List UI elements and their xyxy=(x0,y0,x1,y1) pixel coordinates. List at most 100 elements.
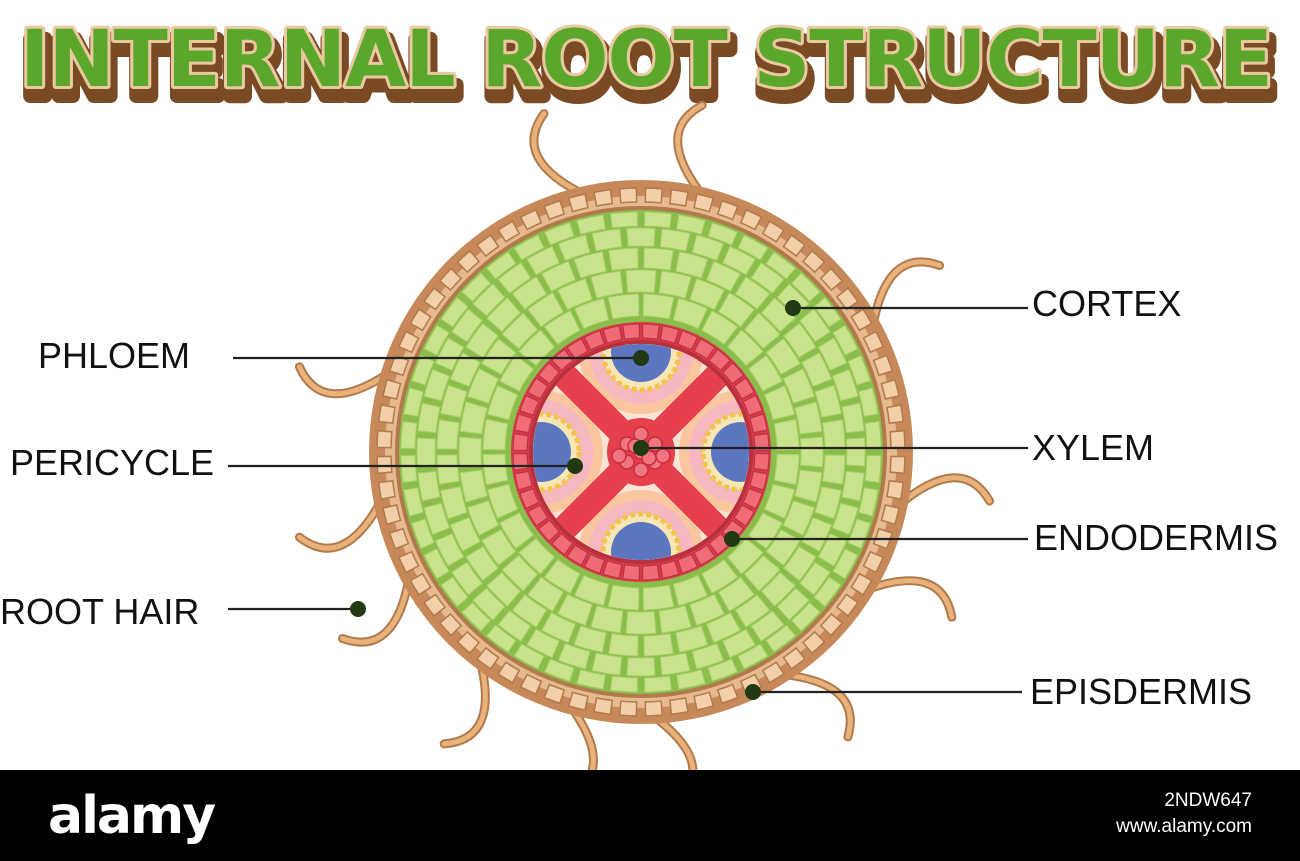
cortex-cell xyxy=(765,624,797,653)
epidermis-cell xyxy=(819,267,844,292)
root-hair-fill xyxy=(339,572,413,645)
cortex-cell xyxy=(743,554,781,592)
cortex-cell xyxy=(847,518,871,549)
epidermis-cell xyxy=(782,234,806,258)
cortex-cell xyxy=(832,324,859,356)
cortex-cell xyxy=(486,385,519,421)
endodermis-cell xyxy=(519,488,540,510)
endodermis-cell xyxy=(677,330,699,351)
epidermis-cell xyxy=(669,697,689,716)
cortex-cell xyxy=(737,643,769,670)
epidermis-cell xyxy=(716,683,739,705)
cortex-cell xyxy=(411,518,435,549)
cortex-cell xyxy=(458,436,483,468)
cortex-cell xyxy=(576,669,606,690)
endodermis-cell xyxy=(512,453,529,471)
cortex-cell xyxy=(543,310,581,346)
cortex-cell xyxy=(689,593,725,626)
cortex-cell xyxy=(440,384,468,418)
cortex-cell xyxy=(400,421,418,449)
endodermis-cell xyxy=(749,413,768,434)
cortex-cell xyxy=(403,387,424,417)
endodermis-cell xyxy=(537,519,560,542)
epidermis-cell xyxy=(382,378,402,400)
cortex-cell xyxy=(765,251,797,280)
endodermis-cell xyxy=(519,394,540,416)
endodermis-cell xyxy=(566,544,589,566)
epidermis-cell xyxy=(397,550,420,574)
epidermis-cell xyxy=(519,673,543,696)
endodermis-cell xyxy=(514,470,533,491)
cortex-cell xyxy=(707,658,738,682)
endodermis-cell xyxy=(677,553,699,574)
cortex-cell xyxy=(557,593,593,626)
cortex-cell xyxy=(472,587,506,621)
epidermis-cell xyxy=(423,287,447,311)
cortex-cell xyxy=(451,561,483,596)
cortex-cell xyxy=(607,584,640,611)
root-hair-fill xyxy=(441,655,488,747)
cortex-cell xyxy=(773,418,800,451)
root-hair-fill xyxy=(894,475,993,509)
label-phloem: PHLOEM xyxy=(38,335,191,376)
cortex-cell xyxy=(717,576,755,612)
endodermis-cell xyxy=(742,394,763,416)
cortex-cell xyxy=(486,483,519,519)
cortex-cell xyxy=(737,234,769,261)
cortex-cell xyxy=(440,296,469,328)
cortex-cell xyxy=(864,455,882,483)
label-root-hair: ROOT HAIR xyxy=(0,591,200,632)
cortex-cell xyxy=(590,270,624,299)
epidermis-cell xyxy=(801,630,826,655)
cortex-cell xyxy=(499,512,535,550)
cortex-cell xyxy=(801,352,833,388)
cortex-cell xyxy=(847,355,871,386)
cortex-cell xyxy=(672,574,708,607)
cortex-cell xyxy=(799,561,831,596)
epidermis-cell xyxy=(693,691,715,711)
cortex-cell xyxy=(644,675,672,693)
cortex-cell xyxy=(814,486,842,520)
cortex-cell xyxy=(642,584,675,611)
epidermis-cell xyxy=(567,193,589,213)
epidermis-cell xyxy=(618,187,638,204)
cortex-cell xyxy=(403,487,424,517)
label-endodermis: ENDODERMIS xyxy=(1034,517,1279,558)
cortex-cell xyxy=(434,337,465,371)
cortex-cell xyxy=(831,368,859,402)
endodermis-cell xyxy=(722,362,745,385)
root-cross-section-diagram: INTERNAL ROOT STRUCTURE INTERNAL ROOT ST… xyxy=(16,12,1283,770)
cortex-cell xyxy=(717,292,755,328)
phloem-bundle xyxy=(611,522,671,560)
endodermis-cell xyxy=(733,504,755,527)
epidermis-cell xyxy=(761,220,785,243)
cortex-cell xyxy=(691,642,725,670)
cortex-cell xyxy=(451,308,483,343)
epidermis-cell xyxy=(644,700,664,717)
cortex-cell xyxy=(436,419,460,450)
alamy-logo: alamy xyxy=(48,786,216,846)
endodermis-cell xyxy=(551,533,574,556)
cortex-cell xyxy=(465,322,499,359)
cortex-cell xyxy=(701,310,739,346)
endodermis-cell xyxy=(514,413,533,434)
cortex-cell xyxy=(659,228,691,252)
watermark-bar: alamy 2NDW647 www.alamy.com xyxy=(0,770,1300,861)
endodermis-cell xyxy=(642,564,660,581)
cortex-cell xyxy=(423,368,451,402)
cortex-cell xyxy=(707,222,738,246)
cortex-cell xyxy=(557,234,591,262)
cortex-cell xyxy=(691,234,725,262)
cortex-cell xyxy=(590,605,624,634)
epidermis-cell xyxy=(376,455,393,475)
cortex-cell xyxy=(750,262,785,294)
cortex-cell xyxy=(608,633,639,657)
site-url: www.alamy.com xyxy=(1116,816,1252,837)
cortex-cell xyxy=(541,260,577,292)
endodermis-cell xyxy=(583,553,605,574)
endodermis-cell xyxy=(527,504,549,527)
cortex-cell xyxy=(794,401,823,435)
endodermis-cell xyxy=(708,348,731,371)
root-hairs xyxy=(294,100,995,770)
epidermis-cell xyxy=(889,429,906,449)
